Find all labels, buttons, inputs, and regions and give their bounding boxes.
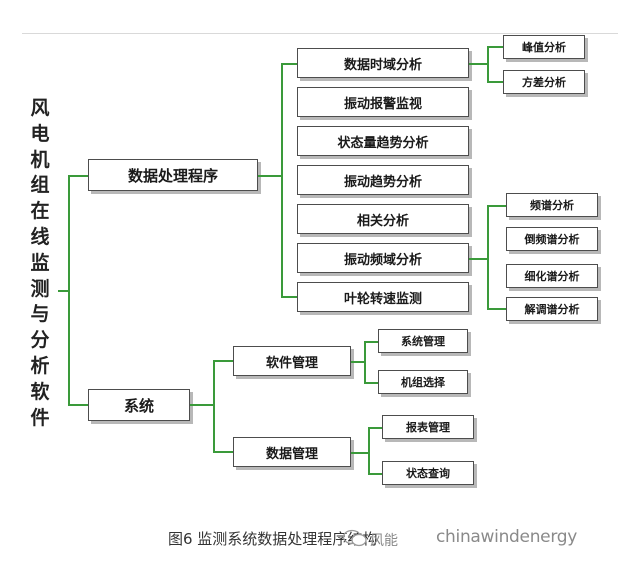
dm-bracket-line	[368, 427, 370, 474]
root-char: 测	[30, 277, 50, 300]
sw-branch-line	[364, 341, 378, 343]
sys-branch-line	[213, 360, 233, 362]
dp-stem-line	[258, 175, 282, 177]
data-management-box: 数据管理	[233, 437, 351, 467]
dm-branch-line	[368, 473, 382, 475]
dm-stem-line	[351, 452, 369, 454]
root-char: 线	[30, 225, 50, 248]
fd-branch-line	[487, 308, 506, 310]
vibration-trend-box: 振动趋势分析	[297, 165, 469, 195]
root-char: 与	[30, 303, 50, 326]
software-management-box: 软件管理	[233, 346, 351, 376]
rotor-speed-box: 叶轮转速监测	[297, 282, 469, 312]
fd-branch-line	[487, 205, 506, 207]
data-processing-box: 数据处理程序	[88, 159, 258, 191]
sys-stem-line	[190, 404, 214, 406]
root-stem-line	[58, 290, 69, 292]
time-domain-analysis-box: 数据时域分析	[297, 48, 469, 78]
root-char: 件	[30, 406, 50, 429]
root-char: 组	[30, 174, 50, 197]
sys-bracket-line	[213, 360, 215, 452]
dp-branch-line	[281, 63, 297, 65]
root-to-data-processing-line	[68, 175, 88, 177]
system-box: 系统	[88, 389, 190, 421]
sys-branch-line	[213, 451, 233, 453]
root-char: 分	[30, 329, 50, 352]
sw-bracket-line	[364, 341, 366, 383]
vibration-alarm-box: 振动报警监视	[297, 87, 469, 117]
dp-bracket-line	[281, 63, 283, 297]
dp-branch-line	[281, 296, 297, 298]
variance-analysis-box: 方差分析	[503, 70, 585, 94]
zoom-spectrum-box: 细化谱分析	[506, 264, 598, 288]
peak-analysis-box: 峰值分析	[503, 35, 585, 59]
watermark-text: chinawindenergy	[436, 527, 577, 547]
dm-branch-line	[368, 427, 382, 429]
state-query-box: 状态查询	[382, 461, 474, 485]
spectrum-analysis-box: 频谱分析	[506, 193, 598, 217]
root-to-system-line	[68, 404, 88, 406]
fd-stem-line	[469, 258, 488, 260]
sw-branch-line	[364, 382, 378, 384]
sw-stem-line	[351, 361, 365, 363]
td-branch-line	[487, 46, 503, 48]
demodulation-spectrum-box: 解调谱分析	[506, 297, 598, 321]
root-char: 软	[30, 380, 50, 403]
correlation-analysis-box: 相关分析	[297, 204, 469, 234]
figure-caption: 图6 监测系统数据处理程序结构	[168, 530, 378, 548]
td-bracket-line	[487, 46, 489, 82]
wechat-icon	[342, 529, 367, 547]
top-rule	[22, 33, 618, 34]
system-admin-box: 系统管理	[378, 329, 468, 353]
root-char: 电	[30, 122, 50, 145]
td-stem-line	[469, 63, 488, 65]
report-management-box: 报表管理	[382, 415, 474, 439]
root-label: 风 电 机 组 在 线 监 测 与 分 析 软 件	[22, 96, 58, 431]
cepstrum-analysis-box: 倒频谱分析	[506, 227, 598, 251]
frequency-domain-analysis-box: 振动频域分析	[297, 243, 469, 273]
root-char: 析	[30, 354, 50, 377]
root-char: 在	[30, 200, 50, 223]
root-char: 机	[30, 148, 50, 171]
td-branch-line	[487, 81, 503, 83]
root-char: 风	[30, 97, 50, 119]
root-bracket-line	[68, 175, 70, 405]
fd-bracket-line	[487, 205, 489, 309]
unit-selection-box: 机组选择	[378, 370, 468, 394]
root-char: 监	[30, 251, 50, 274]
state-trend-box: 状态量趋势分析	[297, 126, 469, 156]
watermark-prefix: 风能	[370, 533, 398, 549]
